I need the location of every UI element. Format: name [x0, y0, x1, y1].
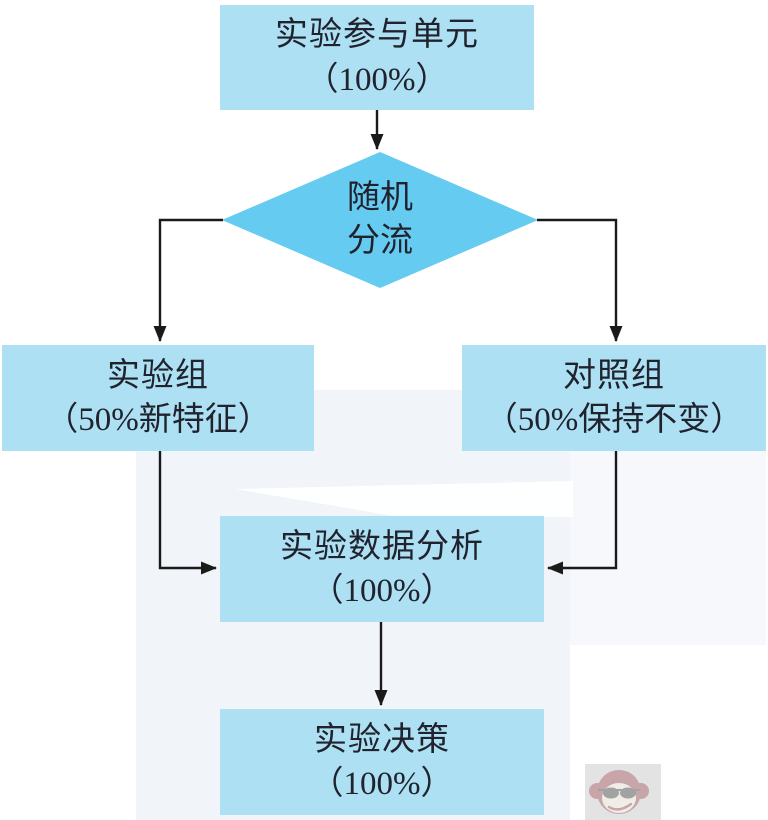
- edge-experiment-to-analysis: [158, 451, 217, 575]
- node-label: 实验组: [107, 357, 209, 394]
- diamond-random-split: [222, 152, 538, 288]
- node-label: 实验决策: [314, 721, 450, 758]
- node-label: 对照组: [563, 357, 665, 394]
- node-label: 分流: [347, 223, 413, 259]
- node-percentage: （50%保持不变）: [484, 402, 744, 438]
- edge-control-to-analysis: [547, 451, 618, 575]
- edge-split-to-experiment: [153, 218, 223, 342]
- node-label: 实验参与单元: [275, 17, 479, 54]
- node-experiment-decision: 实验决策 （100%）: [220, 709, 544, 815]
- node-percentage: （50%新特征）: [45, 402, 271, 438]
- node-experiment-group: 实验组 （50%新特征）: [2, 345, 314, 451]
- node-random-split: 随机 分流: [302, 172, 458, 268]
- node-percentage: （100%）: [310, 573, 454, 609]
- watermark-rect-right: [570, 430, 766, 645]
- node-label: 实验数据分析: [280, 528, 484, 565]
- node-label: 随机: [347, 180, 413, 217]
- node-control-group: 对照组 （50%保持不变）: [462, 345, 766, 451]
- node-percentage: （100%）: [310, 766, 454, 802]
- node-experiment-participants: 实验参与单元 （100%）: [220, 5, 534, 110]
- node-percentage: （100%）: [305, 61, 449, 98]
- edge-split-to-control: [537, 218, 623, 342]
- monkey-watermark: [585, 764, 661, 820]
- node-data-analysis: 实验数据分析 （100%）: [220, 516, 544, 622]
- monkey-logo-icon: [589, 770, 649, 814]
